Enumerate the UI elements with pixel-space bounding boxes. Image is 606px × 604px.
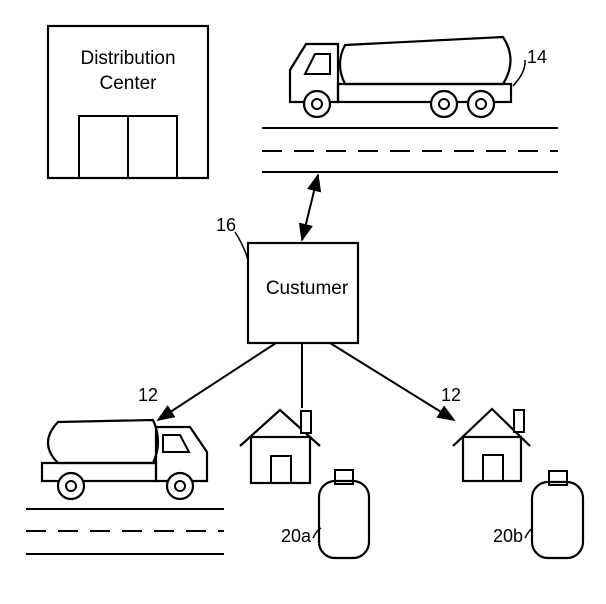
link-road-customer [298,173,322,242]
link-customer-tanker-bottom [156,342,277,421]
ref-14: 14 [527,47,547,67]
distribution-center: Distribution Center [46,24,210,180]
house-right: 12 [441,385,531,483]
customer-label: Custumer [266,278,349,299]
ref-20b: 20b [493,526,523,546]
propane-tank-left: 20a [281,469,371,560]
distribution-center-label-line2: Center [99,73,157,94]
distribution-center-label-line1: Distribution [80,48,175,69]
ref-20a: 20a [281,526,312,546]
propane-tank-right: 20b [493,470,585,560]
tanker-truck-bottom: 12 [40,385,209,501]
tanker-truck-top: 14 [288,35,547,119]
customer-box: Custumer 16 [216,215,360,345]
road-bottom [26,508,224,555]
ref-12-house: 12 [441,385,461,405]
road-top [262,127,558,173]
ref-16: 16 [216,215,236,235]
house-left [239,408,321,485]
link-customer-house-right [329,342,456,421]
ref-12-truck: 12 [138,385,158,405]
